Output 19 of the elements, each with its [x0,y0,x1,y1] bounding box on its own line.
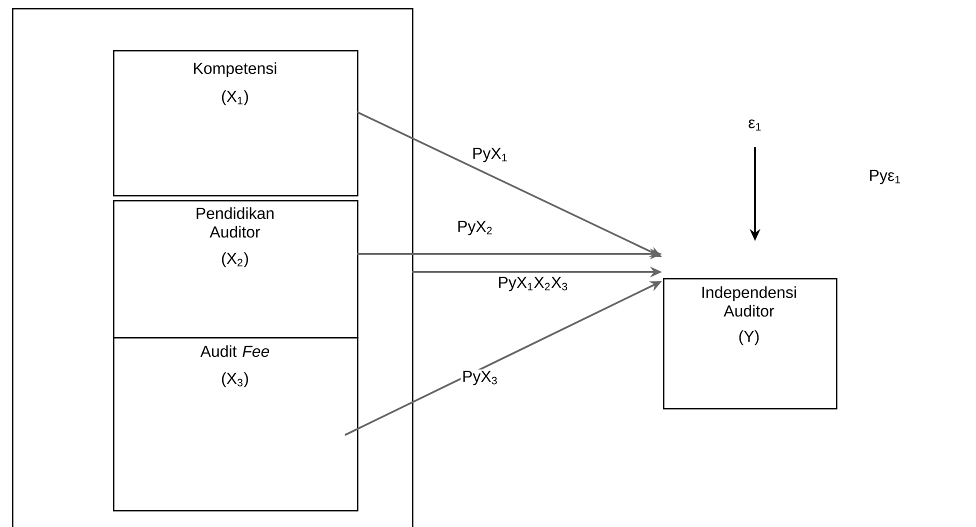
edge-label: PyX$_{1}$ [473,148,507,162]
error-term: ε$_{1}$ [748,119,761,130]
variable-box [113,337,358,512]
path-label: Pyε$_{1}$ [870,170,900,184]
edge-label: PyX$_{1}$X$_{2}$X$_{3}$ [499,276,568,292]
outer-box [12,8,414,527]
box-label: Kompetensi [194,62,276,78]
variable-box [113,200,358,338]
box-label: (X$_{3}$) [222,372,248,388]
variable-box [113,50,358,196]
box-label: (Y) [739,330,759,346]
box-label: Independensi Auditor [702,286,796,317]
box-label: (X$_{1}$) [222,90,248,106]
box-label: (X$_{2}$) [222,252,248,268]
variable-box [663,278,838,410]
box-label: Pendidikan Auditor [196,207,274,238]
box-label: Audit Fee [200,345,270,357]
edge-label: PyX$_{3}$ [463,370,497,386]
edge-label: PyX$_{2}$ [458,220,492,236]
